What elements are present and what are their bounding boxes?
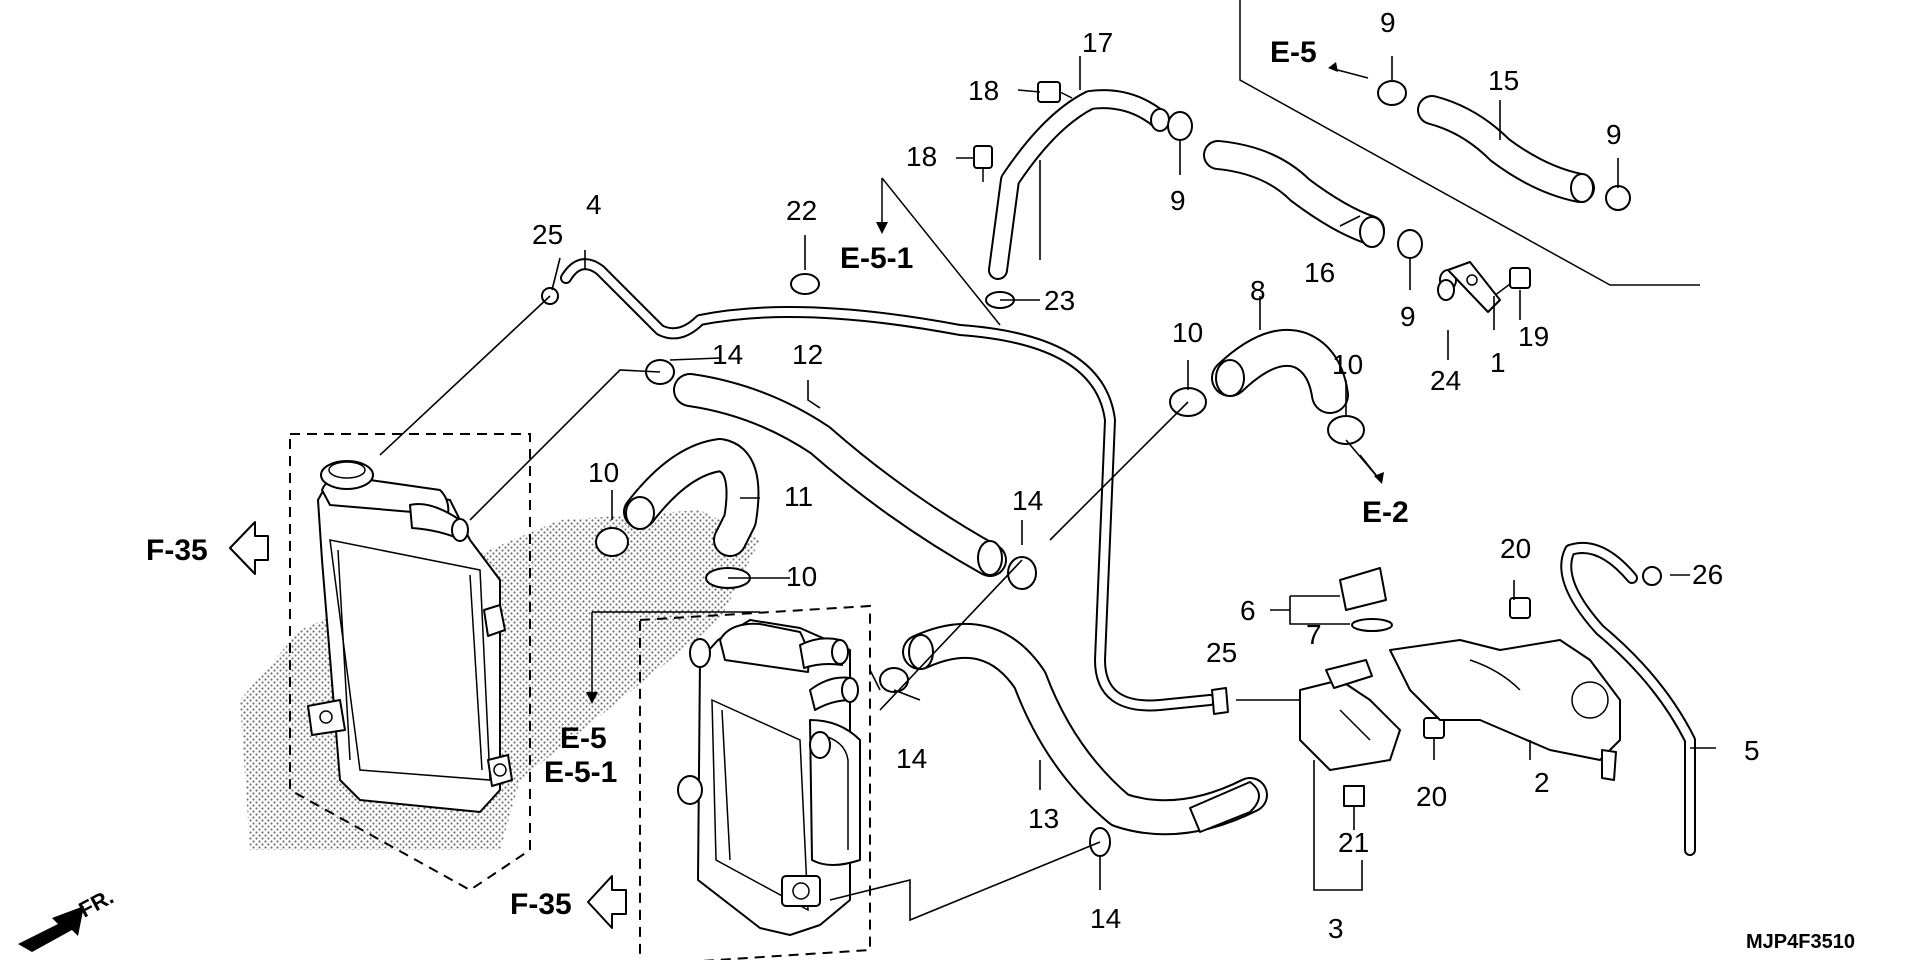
part-number-2: 2 [1534,767,1550,798]
part-number-18-a: 18 [968,75,999,106]
part-number-20-a: 20 [1500,533,1531,564]
ref-e2[interactable]: E-2 [1362,496,1409,529]
part-number-22: 22 [786,195,817,226]
ref-e51-mid[interactable]: E-5-1 [544,756,617,789]
part-number-10-b: 10 [1332,349,1363,380]
ref-f35-upper[interactable]: F-35 [146,534,208,567]
part-number-9-right: 9 [1606,119,1622,150]
thermostat-housing [1447,261,1501,313]
front-direction-arrow-icon: FR. [18,884,118,952]
ref-e51-top[interactable]: E-5-1 [840,242,913,275]
part-number-17: 17 [1082,27,1113,58]
part-number-25-a: 25 [532,219,563,250]
e51-pointer [876,177,1001,326]
part-number-6: 6 [1240,595,1256,626]
part-number-10-c: 10 [588,457,619,488]
e5-mid-arrow [586,611,760,704]
part-number-14-a: 14 [712,339,743,370]
water-pump-assembly [1389,639,1621,781]
bracket-3 [1299,659,1401,807]
part-number-15: 15 [1488,65,1519,96]
part-number-8: 8 [1250,275,1266,306]
ref-f35-lower[interactable]: F-35 [510,888,572,921]
tube-5 [1560,541,1696,856]
part-number-19: 19 [1518,321,1549,352]
part-number-9-lower: 9 [1400,301,1416,332]
hose-16 [1203,140,1385,248]
part-number-24: 24 [1430,365,1461,396]
hollow-left-arrow-icon [229,521,269,575]
hose-15 [1417,95,1595,203]
part-number-labels: 1 2 3 4 5 6 7 8 9 9 9 9 10 10 10 10 11 1… [532,7,1760,944]
cover-6-7 [1339,567,1393,632]
part-number-26: 26 [1692,559,1723,590]
part-number-14-d: 14 [1090,903,1121,934]
part-number-13: 13 [1028,803,1059,834]
part-number-9-top: 9 [1380,7,1396,38]
part-number-12: 12 [792,339,823,370]
pipe-17 [988,89,1170,280]
bolts [973,81,1531,739]
part-number-18-b: 18 [906,141,937,172]
hose-11 [623,438,760,557]
group-box-right-radiator [639,604,871,960]
hollow-left-arrow-icon [587,875,627,929]
group-box-left-radiator [289,433,531,892]
part-number-14-b: 14 [1012,485,1043,516]
leader-lines [379,56,1716,922]
diagram-code: MJP4F3510 [1746,931,1855,953]
ref-e5-top[interactable]: E-5 [1270,36,1317,69]
part-number-20-b: 20 [1416,781,1447,812]
part-number-21: 21 [1338,827,1369,858]
left-radiator [307,460,513,813]
part-number-9-mid: 9 [1170,185,1186,216]
part-number-7: 7 [1306,619,1322,650]
e5-top-arrow [1328,62,1369,79]
part-number-4: 4 [586,189,602,220]
part-number-23: 23 [1044,285,1075,316]
right-radiator [677,619,861,936]
part-number-25-b: 25 [1206,637,1237,668]
section-boundary [1239,0,1700,286]
small-parts [1211,279,1455,715]
hose-12 [673,373,1007,577]
part-number-10-a: 10 [1172,317,1203,348]
part-number-3: 3 [1328,913,1344,944]
ref-e5-mid[interactable]: E-5 [560,722,607,755]
part-number-1: 1 [1490,347,1506,378]
radiator-cap [320,460,374,490]
overflow-tube-4 [560,258,1216,712]
part-number-14-c: 14 [896,743,927,774]
part-number-10-d: 10 [786,561,817,592]
part-number-5: 5 [1744,735,1760,766]
part-number-11: 11 [784,481,813,512]
e2-arrow [1359,454,1384,484]
part-number-16: 16 [1304,257,1335,288]
elbow-8 [1211,328,1349,414]
